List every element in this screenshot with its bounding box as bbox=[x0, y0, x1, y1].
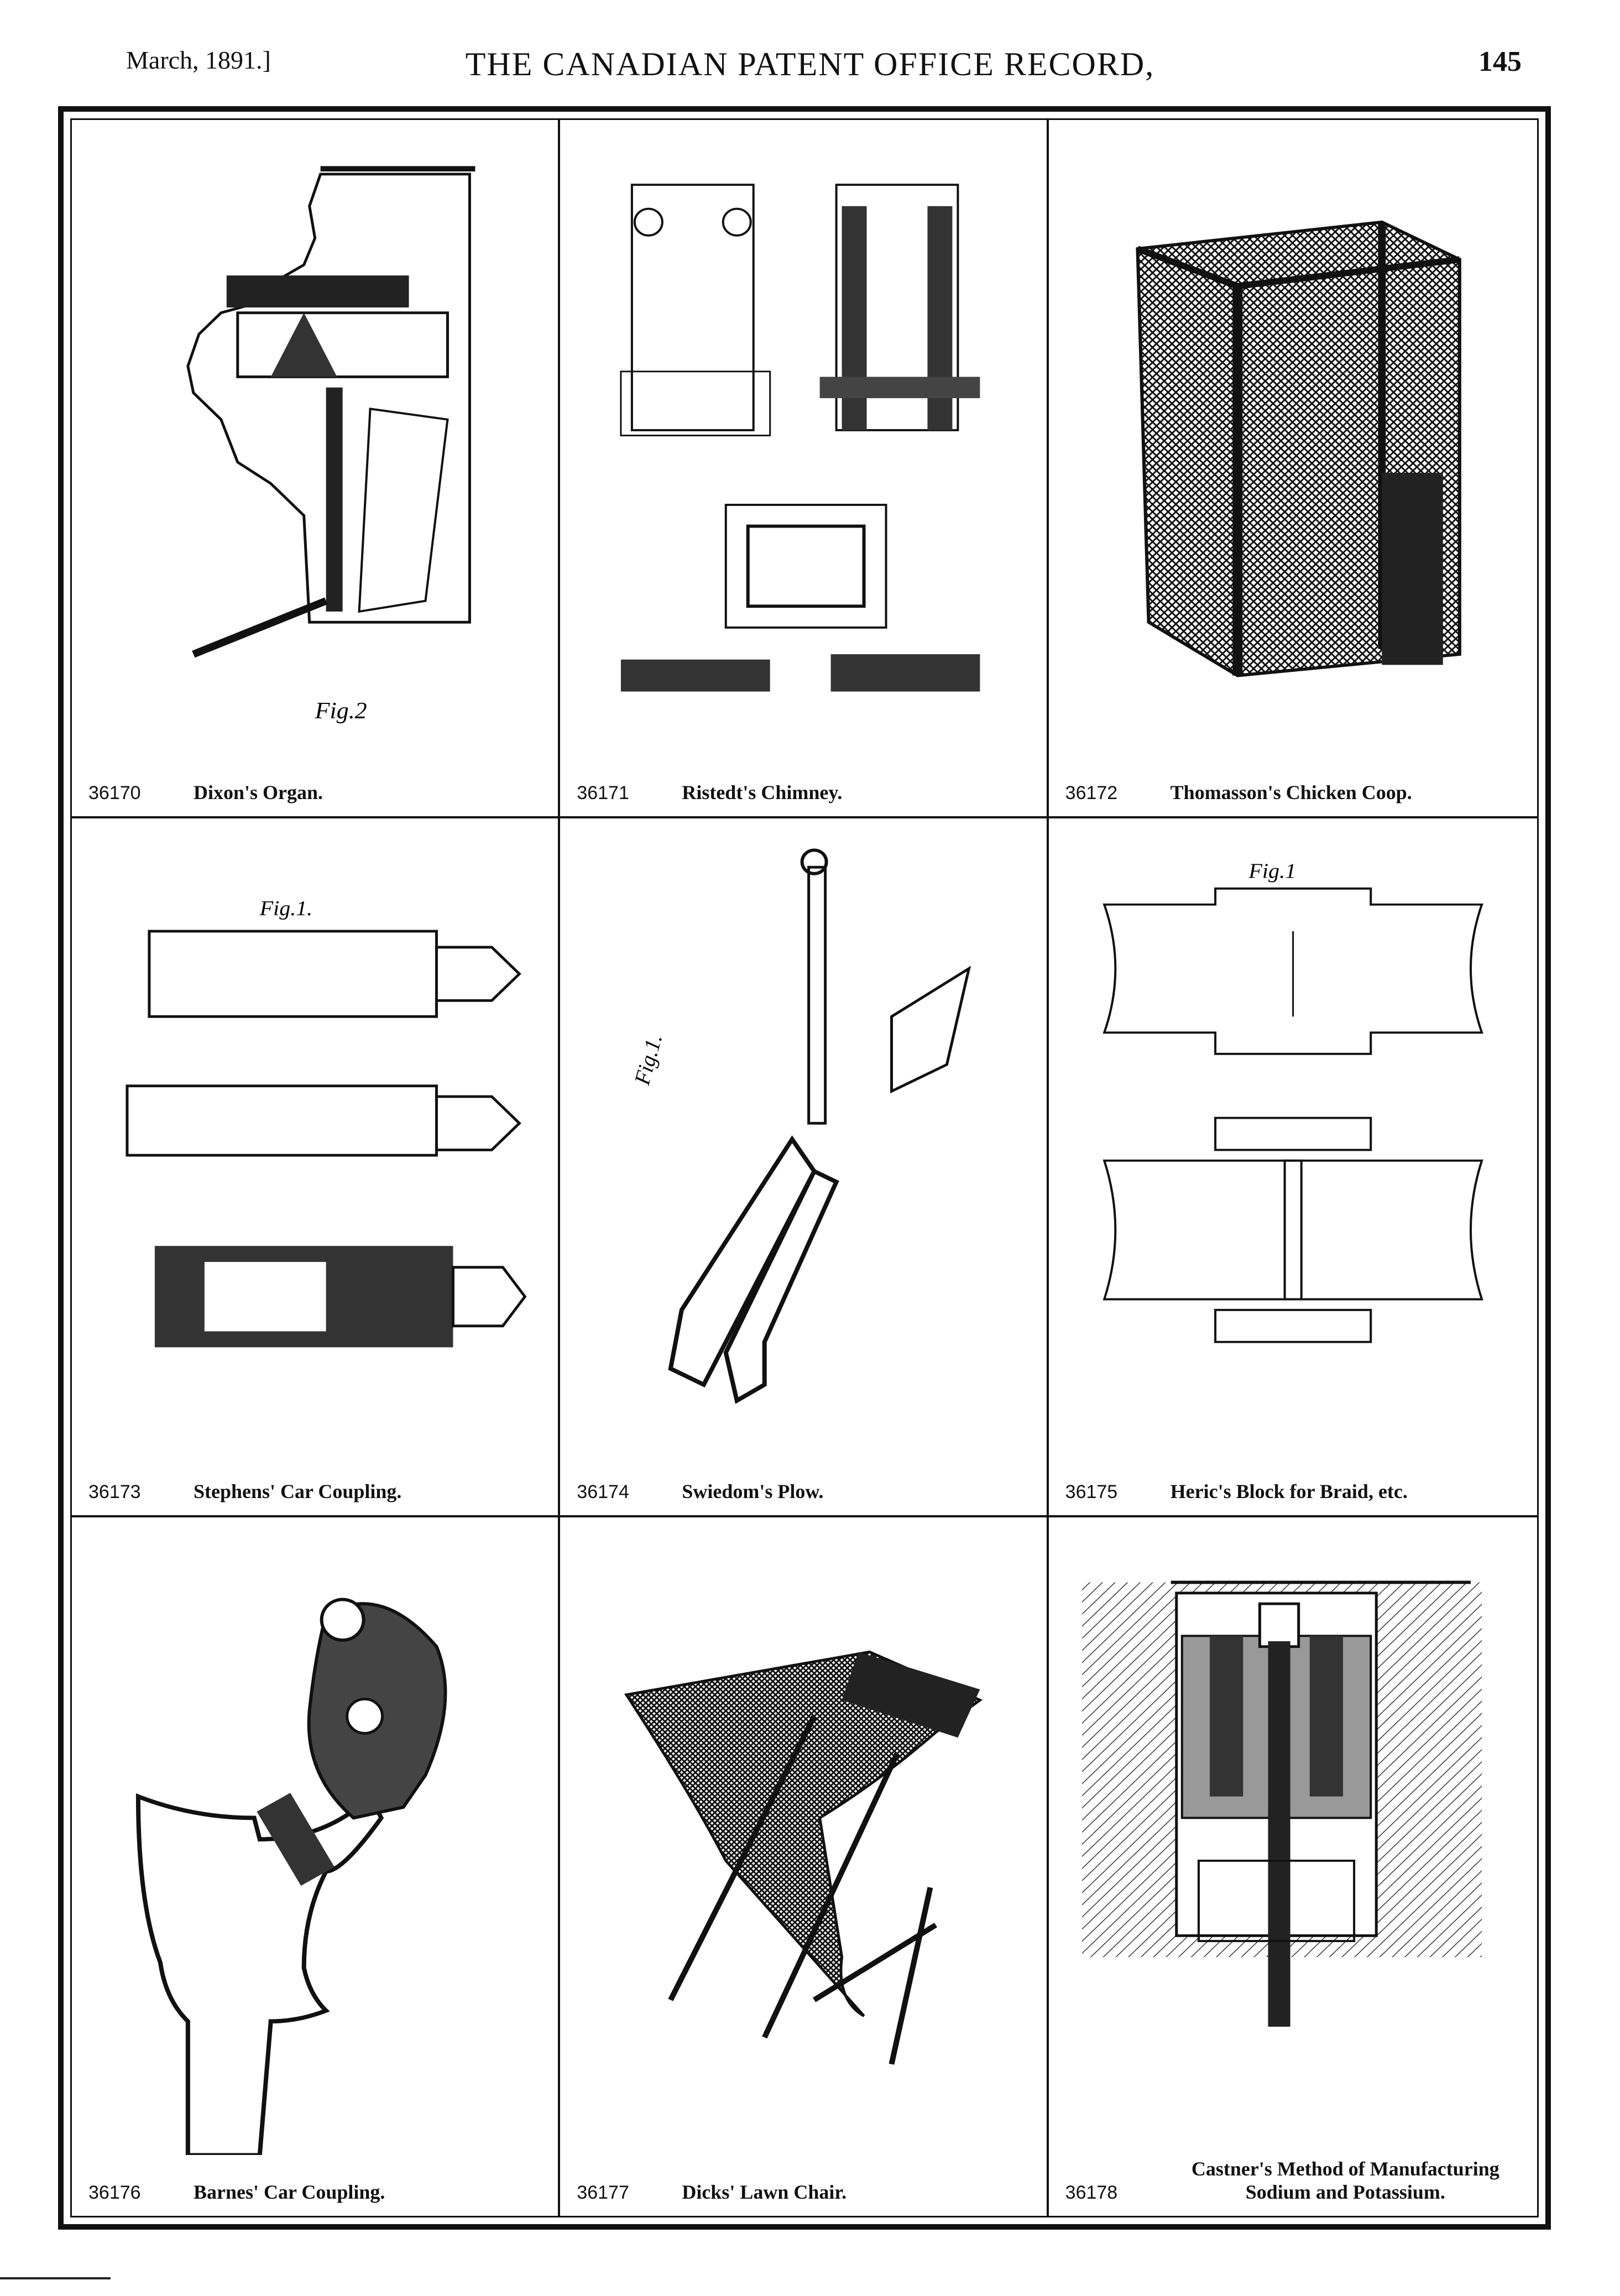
patent-caption: 36177 Dicks' Lawn Chair. bbox=[577, 2180, 1030, 2204]
patent-number: 36177 bbox=[577, 2182, 629, 2203]
plow-drawing: Fig.1. bbox=[582, 841, 1024, 1454]
lawn-chair-drawing bbox=[582, 1540, 1024, 2155]
patent-caption: 36171 Ristedt's Chimney. bbox=[577, 781, 1030, 804]
plow-fig-label: Fig.1. bbox=[630, 1032, 667, 1088]
patent-title: Ristedt's Chimney. bbox=[682, 781, 843, 804]
patent-grid: Fig.2 36170 Dixon's Organ. 36171 Ri bbox=[72, 120, 1537, 2216]
chicken-coop-drawing bbox=[1071, 142, 1515, 755]
patent-number: 36170 bbox=[88, 782, 141, 804]
patent-cell: 36171 Ristedt's Chimney. bbox=[560, 120, 1049, 819]
patent-caption: 36178 Castner's Method of Manufacturing … bbox=[1065, 2157, 1520, 2204]
patent-cell: 36178 Castner's Method of Manufacturing … bbox=[1049, 1517, 1537, 2216]
braid-fig-label: Fig.1 bbox=[1248, 859, 1296, 883]
patent-caption: 36174 Swiedom's Plow. bbox=[577, 1480, 1030, 1503]
furnace-drawing bbox=[1071, 1540, 1515, 2155]
patent-number: 36178 bbox=[1065, 2182, 1118, 2203]
organ-drawing: Fig.2 bbox=[94, 142, 536, 755]
chimney-drawing bbox=[582, 142, 1024, 755]
page-header-date: March, 1891.] bbox=[126, 46, 271, 74]
patent-number: 36176 bbox=[88, 2182, 141, 2203]
patent-caption: 36172 Thomasson's Chicken Coop. bbox=[1065, 781, 1520, 804]
patent-cell: Fig.1. 36173 Stephens' Car Coupling. bbox=[72, 818, 561, 1517]
patent-title: Dixon's Organ. bbox=[194, 781, 323, 804]
patent-plate-frame: Fig.2 36170 Dixon's Organ. 36171 Ri bbox=[58, 106, 1551, 2230]
patent-title: Stephens' Car Coupling. bbox=[194, 1480, 402, 1502]
patent-title: Dicks' Lawn Chair. bbox=[682, 2181, 847, 2203]
patent-number: 36173 bbox=[88, 1481, 141, 1502]
patent-title: Swiedom's Plow. bbox=[682, 1480, 824, 1502]
bottom-rule bbox=[0, 2277, 111, 2279]
patent-title: Barnes' Car Coupling. bbox=[194, 2181, 385, 2203]
page-number: 145 bbox=[1478, 46, 1522, 77]
patent-cell: Fig.2 36170 Dixon's Organ. bbox=[72, 120, 561, 819]
patent-cell: Fig.1. 36174 Swiedom's Plow. bbox=[560, 818, 1049, 1517]
patent-cell: 36176 Barnes' Car Coupling. bbox=[72, 1517, 561, 2216]
coupling-fig-label: Fig.1. bbox=[259, 897, 312, 920]
patent-title: Heric's Block for Braid, etc. bbox=[1170, 1480, 1408, 1502]
patent-caption: 36170 Dixon's Organ. bbox=[88, 781, 541, 804]
patent-title: Thomasson's Chicken Coop. bbox=[1170, 781, 1412, 804]
car-coupling-drawing: Fig.1. bbox=[94, 841, 536, 1454]
patent-caption: 36176 Barnes' Car Coupling. bbox=[88, 2180, 541, 2204]
organ-fig-label: Fig.2 bbox=[315, 697, 367, 723]
patent-cell: 36177 Dicks' Lawn Chair. bbox=[560, 1517, 1049, 2216]
patent-title: Castner's Method of Manufacturing Sodium… bbox=[1191, 2158, 1499, 2203]
patent-caption: 36175 Heric's Block for Braid, etc. bbox=[1065, 1480, 1520, 1503]
patent-cell: Fig.1 36175 Heric's Block for Braid, etc… bbox=[1048, 818, 1537, 1517]
coupling-hook-drawing bbox=[94, 1540, 536, 2157]
patent-number: 36175 bbox=[1065, 1481, 1118, 1502]
patent-number: 36172 bbox=[1065, 782, 1118, 804]
patent-cell: 36172 Thomasson's Chicken Coop. bbox=[1048, 120, 1537, 819]
patent-plate-inner-frame: Fig.2 36170 Dixon's Organ. 36171 Ri bbox=[70, 118, 1539, 2217]
patent-number: 36174 bbox=[577, 1481, 629, 1502]
braid-block-drawing: Fig.1 bbox=[1071, 841, 1515, 1454]
patent-number: 36171 bbox=[577, 782, 629, 804]
page-header-title: THE CANADIAN PATENT OFFICE RECORD, bbox=[465, 46, 1155, 82]
patent-caption: 36173 Stephens' Car Coupling. bbox=[88, 1480, 541, 1503]
